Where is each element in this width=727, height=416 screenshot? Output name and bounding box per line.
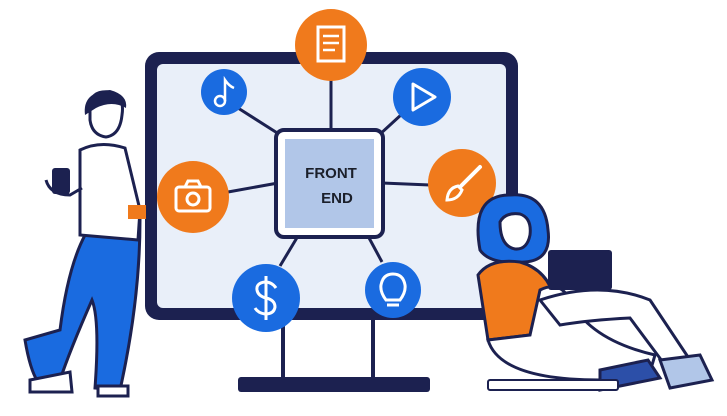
music-note-icon bbox=[201, 69, 247, 115]
center-label-line2: END bbox=[321, 190, 353, 207]
connector-lines bbox=[227, 80, 431, 267]
center-label-line1: FRONT bbox=[305, 165, 357, 182]
document-icon bbox=[295, 9, 367, 81]
man-with-phone bbox=[23, 90, 146, 398]
lightbulb-icon bbox=[365, 262, 421, 318]
paintbrush-icon bbox=[428, 149, 496, 217]
play-icon bbox=[393, 68, 451, 126]
woman-with-laptop bbox=[476, 193, 715, 392]
dollar-icon bbox=[232, 264, 300, 332]
camera-icon bbox=[157, 161, 229, 233]
center-box: FRONT END bbox=[274, 128, 385, 239]
